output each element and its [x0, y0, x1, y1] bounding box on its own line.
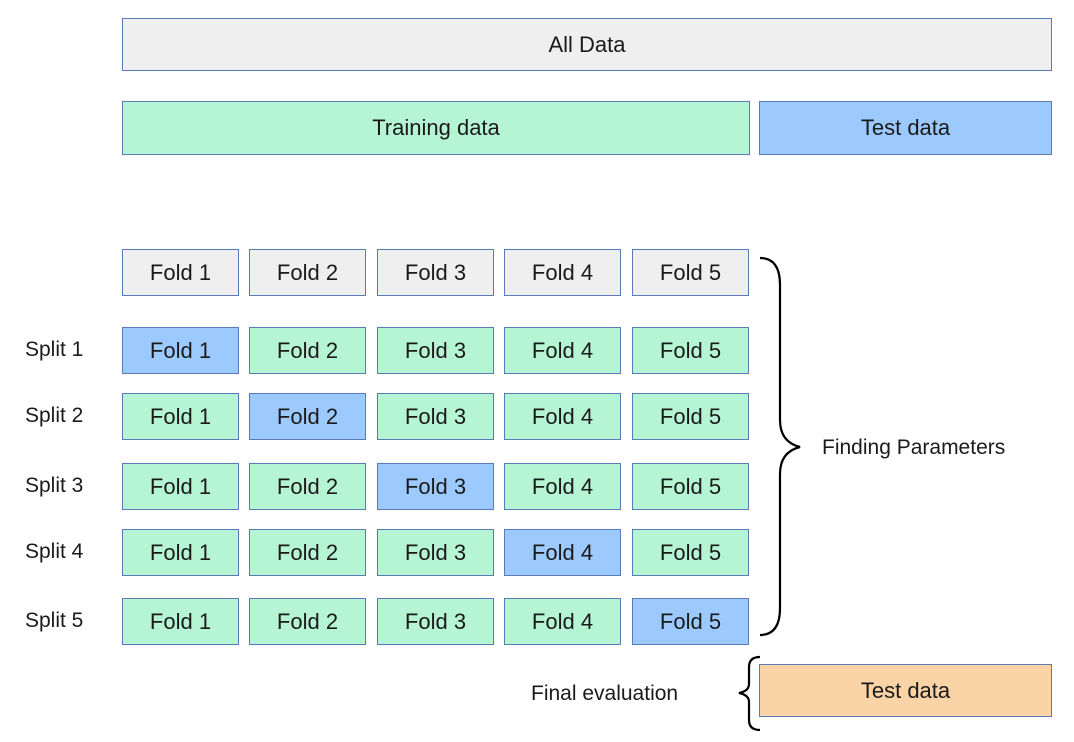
train-fold-cell-label: Fold 4 — [531, 608, 594, 634]
train-fold-cell: Fold 5 — [632, 327, 749, 374]
train-fold-cell-label: Fold 2 — [276, 473, 339, 499]
all-data-label: All Data — [548, 31, 626, 57]
train-fold-cell-label: Fold 4 — [531, 473, 594, 499]
final-test-data-label: Test data — [860, 677, 951, 703]
train-fold-cell-label: Fold 2 — [276, 608, 339, 634]
training-data-bar: Training data — [122, 101, 750, 155]
split-label: Split 2 — [25, 404, 84, 427]
train-fold-cell: Fold 1 — [122, 463, 239, 510]
train-fold-cell: Fold 1 — [122, 393, 239, 440]
test-fold-cell: Fold 4 — [504, 529, 621, 576]
train-fold-cell-label: Fold 1 — [149, 403, 212, 429]
train-fold-cell-label: Fold 1 — [149, 608, 212, 634]
fold-header-cell: Fold 1 — [122, 249, 239, 296]
train-fold-cell: Fold 1 — [122, 598, 239, 645]
test-data-label: Test data — [860, 115, 951, 140]
train-fold-cell-label: Fold 4 — [531, 337, 594, 363]
fold-header-cell: Fold 2 — [249, 249, 366, 296]
test-fold-cell: Fold 5 — [632, 598, 749, 645]
train-fold-cell-label: Fold 3 — [404, 539, 467, 565]
test-data-bar: Test data — [759, 101, 1052, 155]
split-label: Split 3 — [25, 474, 84, 497]
fold-header-cell: Fold 3 — [377, 249, 494, 296]
train-fold-cell: Fold 2 — [249, 598, 366, 645]
fold-header-cell-label: Fold 3 — [404, 259, 467, 285]
finding-parameters-label: Finding Parameters — [822, 436, 1006, 459]
train-fold-cell-label: Fold 3 — [404, 403, 467, 429]
test-fold-cell-label: Fold 4 — [531, 539, 594, 565]
test-fold-cell-label: Fold 1 — [149, 337, 212, 363]
train-fold-cell-label: Fold 5 — [659, 539, 722, 565]
train-fold-cell-label: Fold 2 — [276, 337, 339, 363]
train-fold-cell: Fold 2 — [249, 327, 366, 374]
final-evaluation-label: Final evaluation — [531, 682, 679, 705]
train-fold-cell-label: Fold 1 — [149, 473, 212, 499]
fold-header-cell-label: Fold 2 — [276, 259, 339, 285]
train-fold-cell: Fold 3 — [377, 393, 494, 440]
all-data-bar: All Data — [122, 18, 1052, 71]
split-label: Split 1 — [25, 338, 84, 361]
split-label: Split 4 — [25, 540, 84, 563]
train-fold-cell: Fold 4 — [504, 463, 621, 510]
train-fold-cell: Fold 3 — [377, 327, 494, 374]
train-fold-cell: Fold 4 — [504, 598, 621, 645]
training-data-label: Training data — [372, 115, 500, 140]
train-fold-cell-label: Fold 5 — [659, 403, 722, 429]
final-test-data-bar: Test data — [759, 664, 1052, 717]
train-fold-cell-label: Fold 2 — [276, 539, 339, 565]
train-fold-cell: Fold 5 — [632, 529, 749, 576]
fold-header-cell: Fold 4 — [504, 249, 621, 296]
train-fold-cell: Fold 2 — [249, 529, 366, 576]
train-fold-cell: Fold 1 — [122, 529, 239, 576]
test-fold-cell: Fold 3 — [377, 463, 494, 510]
train-fold-cell-label: Fold 5 — [659, 337, 722, 363]
fold-header-cell-label: Fold 5 — [659, 259, 722, 285]
train-fold-cell: Fold 3 — [377, 598, 494, 645]
train-fold-cell: Fold 3 — [377, 529, 494, 576]
fold-header-cell-label: Fold 4 — [531, 259, 594, 285]
test-fold-cell-label: Fold 3 — [404, 473, 467, 499]
fold-header-cell: Fold 5 — [632, 249, 749, 296]
finding-parameters-brace — [759, 256, 801, 637]
final-evaluation-brace — [738, 655, 761, 732]
train-fold-cell: Fold 5 — [632, 393, 749, 440]
test-fold-cell-label: Fold 5 — [659, 608, 722, 634]
train-fold-cell: Fold 5 — [632, 463, 749, 510]
fold-header-cell-label: Fold 1 — [149, 259, 212, 285]
train-fold-cell: Fold 4 — [504, 393, 621, 440]
test-fold-cell-label: Fold 2 — [276, 403, 339, 429]
train-fold-cell: Fold 4 — [504, 327, 621, 374]
train-fold-cell-label: Fold 1 — [149, 539, 212, 565]
train-fold-cell-label: Fold 5 — [659, 473, 722, 499]
train-fold-cell: Fold 2 — [249, 463, 366, 510]
test-fold-cell: Fold 2 — [249, 393, 366, 440]
train-fold-cell-label: Fold 3 — [404, 608, 467, 634]
split-label: Split 5 — [25, 609, 84, 632]
train-fold-cell-label: Fold 4 — [531, 403, 594, 429]
test-fold-cell: Fold 1 — [122, 327, 239, 374]
train-fold-cell-label: Fold 3 — [404, 337, 467, 363]
